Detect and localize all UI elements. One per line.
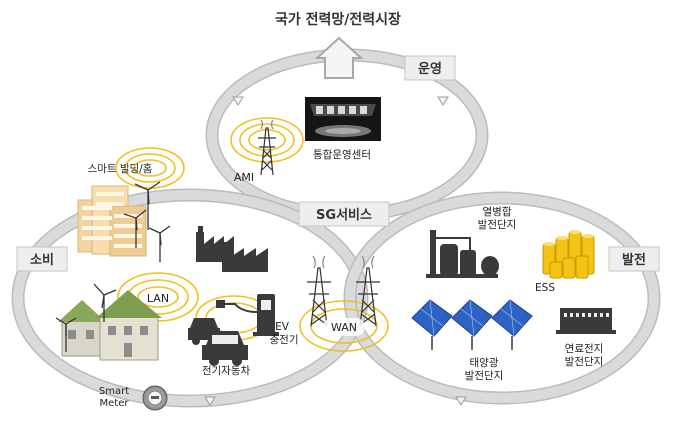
generation-label-box: 발전 [608, 246, 660, 272]
arrow-icon [455, 396, 467, 406]
ess-icon [542, 230, 595, 279]
generation-label: 발전 [622, 252, 646, 268]
electric-vehicle-icon [188, 318, 248, 366]
consumption-label-box: 소비 [16, 246, 68, 272]
fuel-cell-label-line1: 연료전지 [565, 343, 604, 355]
smart-meter-label-line2: Meter [100, 398, 130, 409]
fuel-cell-label-line2: 발전단지 [565, 356, 604, 368]
lan-label: LAN [147, 292, 169, 305]
consumption-label: 소비 [30, 253, 54, 268]
control-center-image [305, 97, 381, 141]
solar-panel-icon [411, 299, 533, 350]
arrow-icon [204, 396, 216, 406]
home-icon [58, 290, 162, 361]
national-grid-label: 국가 전력망/전력시장 [275, 11, 401, 28]
fuel-cell-icon [556, 308, 616, 334]
wind-turbine-icon [123, 181, 171, 262]
ring-arrow-markers [204, 96, 467, 406]
consumption-ring [11, 188, 369, 408]
up-arrow-icon [314, 36, 364, 79]
ess-label: ESS [535, 282, 555, 294]
sg-service-label-box: SG서비스 [298, 201, 390, 227]
transmission-tower-icon [307, 255, 380, 327]
operation-label-box: 운영 [404, 55, 456, 81]
wan-label: WAN [331, 321, 357, 334]
operation-label: 운영 [418, 62, 442, 77]
wind-turbine-icon [55, 283, 117, 352]
ev-charger-icon [216, 294, 279, 336]
control-center-label: 통합운영센터 [313, 149, 371, 161]
ami-wave-icon [230, 117, 304, 163]
factory-icon [196, 226, 268, 272]
smart-building-label: 스마트 빌딩/홈 [88, 162, 153, 175]
sg-service-label: SG서비스 [316, 208, 372, 223]
generation-ring [343, 191, 661, 405]
chp-label-line2: 발전단지 [478, 219, 517, 231]
smart-meter-icon [142, 385, 168, 411]
electric-vehicle-label: 전기자동차 [202, 365, 251, 377]
arrow-icon [437, 96, 449, 106]
ami-tower-icon [258, 119, 276, 176]
smart-meter-label-line1: Smart [99, 386, 129, 397]
solar-label-line1: 태양광 [470, 357, 499, 369]
ami-label: AMI [234, 171, 254, 184]
smart-building-icon [77, 185, 147, 257]
solar-label-line2: 발전단지 [465, 370, 504, 382]
chp-plant-icon [426, 230, 499, 278]
arrow-icon [232, 96, 244, 106]
ev-charger-label-line1: EV [275, 321, 290, 333]
chp-label-line1: 열병합 [483, 206, 512, 218]
ev-charger-label-line2: 충전기 [270, 334, 299, 346]
